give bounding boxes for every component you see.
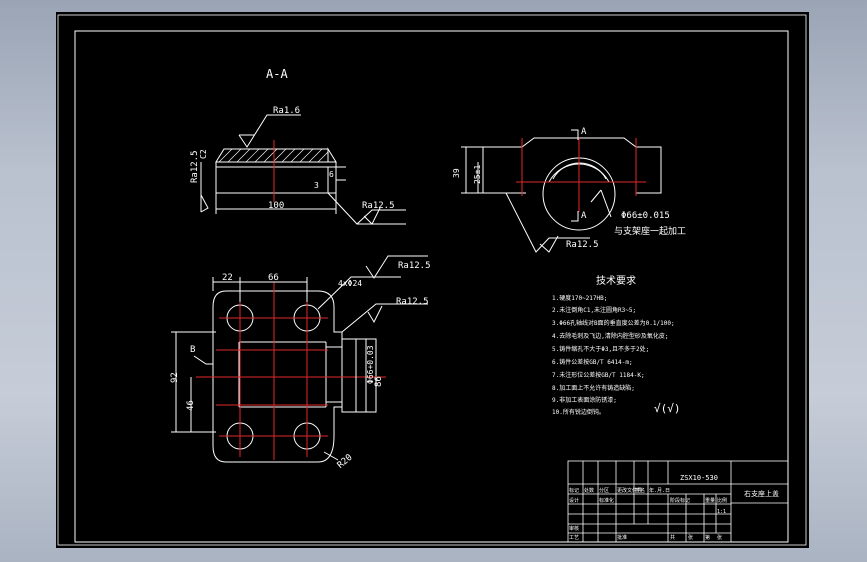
holes-callout: 4xΦ24: [338, 279, 362, 288]
part-name: 右支座上盖: [744, 489, 779, 498]
dim-22: 22: [222, 273, 233, 283]
section-mark-top: A: [581, 127, 587, 137]
drawing-sheet: A-A 100 C2: [56, 12, 809, 548]
chamfer-label: C2: [199, 149, 208, 159]
side-roughness: Ra12.5: [566, 240, 599, 250]
dim-25: 25±1: [473, 165, 482, 184]
machining-note: 与支架座一起加工: [614, 225, 686, 237]
tech-item-2: 2.未注倒角C1,未注圆角R3~5;: [552, 306, 636, 314]
outer-border: [57, 14, 807, 546]
tb-label: 阶段标记: [670, 497, 690, 504]
inner-border: [74, 30, 789, 543]
tech-item-5: 5.铸件缩孔不大于Φ3,且不多于2处;: [552, 345, 649, 353]
dim-bore: Φ66+0.03: [366, 345, 375, 384]
tech-item-9: 9.非加工表面涂防锈漆;: [552, 396, 617, 404]
side-view: A A 39 25±1 Φ66±0.015 与支架座一起加工 Ra12.5: [452, 127, 686, 253]
tb-label: 处数: [584, 487, 594, 494]
tb-label: 年.月.日: [649, 487, 670, 494]
dim-r20: R20: [336, 453, 355, 471]
tb-label: 更改文件号: [617, 487, 642, 494]
drawing-number: ZSX10-530: [680, 474, 718, 482]
tb-label: 批准: [617, 534, 627, 541]
tb-label: 共: [670, 534, 675, 541]
tb-label: 标记: [569, 487, 579, 494]
tb-label: 工艺: [569, 535, 579, 541]
roughness-top: Ra1.6: [273, 106, 300, 116]
dim-width: 100: [268, 201, 284, 211]
tech-item-7: 7.未注形位公差按GB/T 1184-K;: [552, 371, 645, 379]
section-view-a-a: A-A 100 C2: [190, 67, 406, 225]
tb-label: 签名: [635, 487, 645, 494]
tb-label: 重量: [705, 497, 715, 504]
plan-center-lines: [196, 282, 386, 460]
dim-6: 6: [329, 170, 334, 179]
drawing-canvas: A-A 100 C2: [57, 14, 807, 546]
plan-view: 22 66 4xΦ24 Ra12.5 Ra12.5 B 92 46 Φ66+0.…: [170, 255, 431, 471]
tb-label: 分区: [599, 487, 609, 494]
tech-item-1: 1.硬度170~217HB;: [552, 294, 607, 302]
plan-roughness-1: Ra12.5: [398, 261, 431, 271]
tech-item-3: 3.Φ66孔轴线对B面的垂直度公差为0.1/100;: [552, 319, 675, 327]
section-title: A-A: [266, 67, 288, 81]
roughness-right: Ra12.5: [362, 201, 395, 211]
plan-roughness-2: Ra12.5: [396, 297, 429, 307]
dim-46: 46: [186, 400, 196, 411]
tb-label: 标准化: [599, 497, 614, 504]
check-symbol: √(√): [654, 402, 681, 415]
bore-tolerance: Φ66±0.015: [621, 211, 670, 221]
tb-label: 设计: [569, 497, 579, 504]
hatching: [218, 148, 329, 163]
tech-item-8: 8.加工面上不允许有铸造缺陷;: [552, 384, 635, 392]
tb-label: 张: [688, 534, 693, 541]
technical-requirements: 技术要求 1.硬度170~217HB; 2.未注倒角C1,未注圆角R3~5; 3…: [552, 274, 681, 416]
dim-3: 3: [314, 181, 319, 190]
dim-92: 92: [170, 372, 180, 383]
scale-value: 1:1: [717, 509, 726, 515]
tb-label: 第: [705, 534, 710, 541]
dim-86: 86: [374, 376, 384, 387]
tb-label: 张: [717, 534, 722, 541]
dim-39: 39: [452, 168, 461, 178]
tb-label: 审核: [569, 525, 579, 532]
tech-item-6: 6.铸件公差按GB/T 6414-m;: [552, 358, 633, 366]
tb-label: 比例: [717, 497, 727, 504]
tech-item-10: 10.所有锐边倒钝。: [552, 408, 605, 416]
dim-66: 66: [268, 273, 279, 283]
title-block: ZSX10-530 右支座上盖 标记 处数 分区 更改文件号 签名 年.月.日 …: [567, 460, 789, 543]
roughness-left: Ra12.5: [190, 150, 200, 183]
section-mark-bottom: A: [581, 211, 587, 221]
datum-b: B: [190, 345, 195, 355]
tech-heading: 技术要求: [596, 274, 636, 287]
tech-item-4: 4.去除毛刺及飞边,清除内腔型砂及氧化皮;: [552, 332, 668, 340]
